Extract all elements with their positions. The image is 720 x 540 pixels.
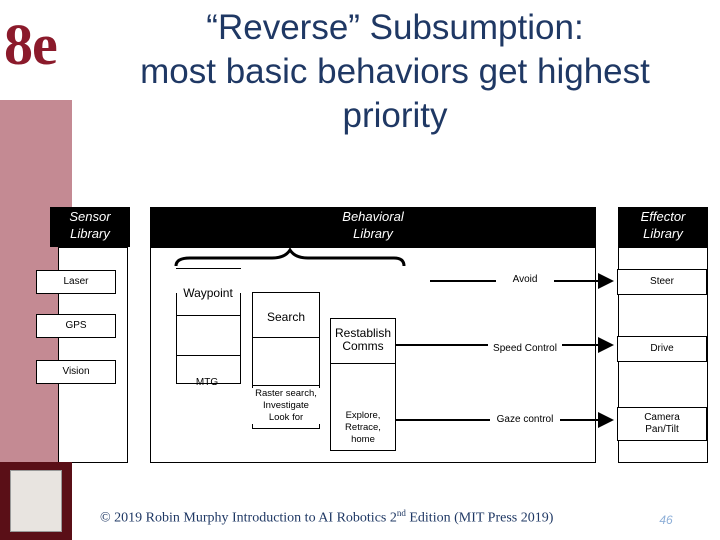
raster-line-1: Raster search,	[255, 388, 317, 399]
sensor-laser: Laser	[36, 270, 116, 294]
explore-label: Explore, Retrace, home	[330, 410, 396, 446]
slide-title: “Reverse” Subsumption: most basic behavi…	[100, 6, 690, 138]
camera-line-1: Camera	[644, 412, 680, 423]
sensor-header-line-1: Sensor	[69, 209, 111, 224]
effector-header-line-2: Library	[643, 226, 683, 241]
gaze-control-label: Gaze control	[490, 414, 560, 425]
brace-icon	[174, 247, 406, 267]
effector-camera: Camera Pan/Tilt	[617, 407, 707, 441]
search-mid-cell	[252, 338, 320, 386]
explore-line-1: Explore,	[345, 410, 381, 421]
sidebar-top	[0, 0, 72, 100]
raster-line-2: Investigate	[263, 400, 309, 411]
restablish-column	[330, 318, 396, 451]
footer-pre: © 2019 Robin Murphy Introduction to AI R…	[100, 510, 397, 526]
sensor-library-header: Sensor Library	[50, 207, 130, 247]
book-cover-inner	[10, 470, 62, 532]
chapter-label: 8e	[4, 12, 58, 77]
behavioral-library-header: Behavioral Library	[150, 207, 596, 247]
page-number: 46	[659, 513, 673, 527]
explore-line-3: home	[351, 434, 375, 445]
effector-library-header: Effector Library	[618, 207, 708, 247]
footer-sup: nd	[396, 508, 406, 518]
mtg-label: MTG	[195, 377, 219, 388]
behavioral-header-line-2: Library	[353, 226, 393, 241]
title-line-3: priority	[342, 96, 448, 135]
waypoint-label-area	[176, 269, 296, 293]
title-line-1: “Reverse” Subsumption:	[206, 8, 584, 47]
waypoint-top-cell	[176, 268, 241, 316]
title-line-2: most basic behaviors get highest	[140, 52, 650, 91]
effector-drive: Drive	[617, 336, 707, 362]
raster-label: Raster search, Investigate Look for	[252, 388, 320, 424]
behavioral-header-line-1: Behavioral	[342, 209, 404, 224]
waypoint-mid-cell	[176, 316, 241, 356]
effector-steer: Steer	[617, 269, 707, 295]
sensor-vision: Vision	[36, 360, 116, 384]
waypoint-label: Waypoint	[183, 286, 233, 300]
raster-line-3: Look for	[268, 412, 304, 423]
restablish-line-1: Restablish	[334, 326, 392, 340]
explore-line-2: Retrace,	[345, 422, 381, 433]
restablish-top-cell	[330, 318, 396, 364]
avoid-label: Avoid	[496, 274, 554, 285]
search-label: Search	[266, 310, 306, 324]
footer-citation: © 2019 Robin Murphy Introduction to AI R…	[100, 508, 553, 527]
effector-header-line-1: Effector	[640, 209, 686, 224]
restablish-line-2: Comms	[342, 339, 384, 353]
camera-line-2: Pan/Tilt	[645, 424, 679, 435]
search-top-cell	[252, 292, 320, 338]
speed-control-label: Speed Control	[488, 343, 562, 354]
footer-post: Edition (MIT Press 2019)	[405, 510, 554, 526]
sensor-header-line-2: Library	[70, 226, 110, 241]
sensor-gps: GPS	[36, 314, 116, 338]
restablish-label: Restablish Comms	[330, 327, 396, 353]
